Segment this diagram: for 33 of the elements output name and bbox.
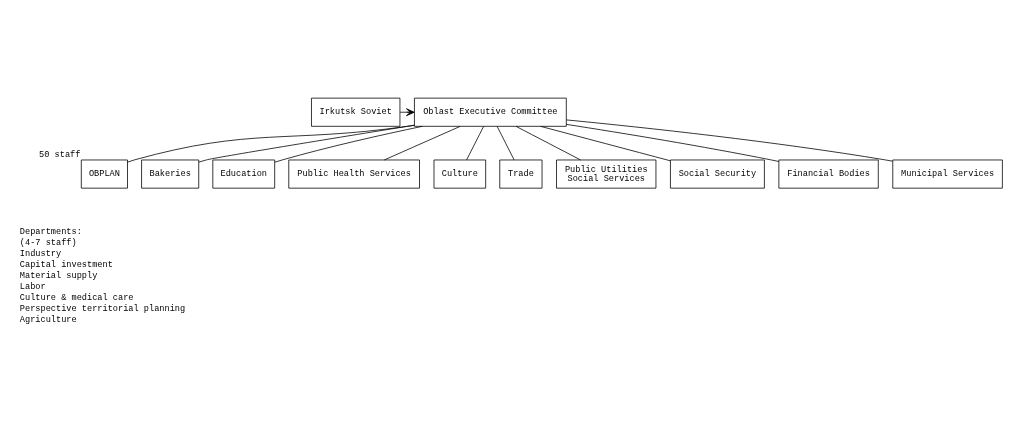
connector bbox=[383, 125, 461, 160]
node-box: Oblast Executive Committee bbox=[414, 97, 567, 127]
label: Capital investment bbox=[19, 259, 113, 270]
node-box: Financial Bodies bbox=[778, 159, 879, 189]
label: Agriculture bbox=[19, 314, 77, 325]
connector bbox=[540, 125, 671, 161]
arrow bbox=[399, 107, 415, 116]
label: (4-7 staff) bbox=[19, 237, 77, 248]
node-box: Social Security bbox=[670, 159, 765, 189]
connector bbox=[515, 125, 581, 160]
label: Departments: bbox=[19, 226, 82, 237]
label: Labor bbox=[19, 281, 46, 292]
node-box: OBPLAN bbox=[80, 159, 128, 189]
label: Perspective territorial planning bbox=[19, 303, 186, 314]
connector bbox=[496, 125, 515, 160]
label: Culture & medical care bbox=[19, 292, 134, 303]
label: Material supply bbox=[19, 270, 98, 281]
node-box: Public Health Services bbox=[288, 159, 420, 189]
connector bbox=[274, 125, 423, 163]
connector bbox=[198, 124, 415, 162]
node-box: Culture bbox=[433, 159, 487, 189]
node-box: Public Utilities Social Services bbox=[556, 159, 657, 189]
connector bbox=[566, 119, 894, 162]
node-box: Municipal Services bbox=[892, 159, 1003, 189]
connector bbox=[466, 125, 484, 160]
label: Industry bbox=[19, 248, 62, 259]
node-box: Trade bbox=[499, 159, 543, 189]
node-label: 50 staff bbox=[39, 149, 81, 160]
node-box: Irkutsk Soviet bbox=[311, 97, 401, 127]
connector bbox=[565, 123, 780, 162]
connector bbox=[127, 124, 415, 163]
node-box: Education bbox=[212, 159, 276, 189]
node-box: Bakeries bbox=[141, 159, 200, 189]
